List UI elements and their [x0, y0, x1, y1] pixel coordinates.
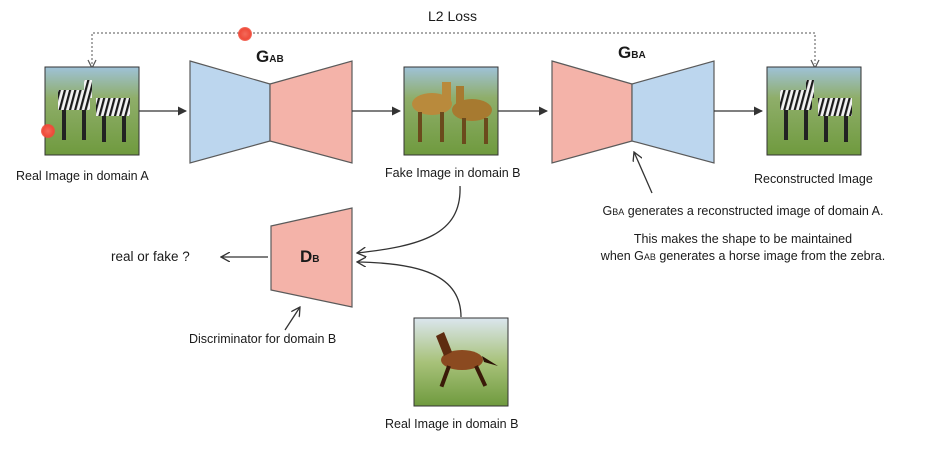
- note-line-1-prefix: G: [602, 204, 613, 218]
- arrow-note-to-gba: [634, 152, 653, 194]
- real-image-a-label: Real Image in domain A: [16, 169, 149, 183]
- note-line-3-rest: generates a horse image from the zebra.: [655, 249, 886, 263]
- note-line-3-sub: AB: [643, 252, 656, 262]
- generator-gab: [189, 60, 353, 164]
- gab-main: G: [256, 47, 270, 66]
- db-label: DB: [300, 247, 320, 267]
- db-main: D: [300, 247, 313, 266]
- reconstruction-note: GBA generates a reconstructed image of d…: [573, 203, 913, 266]
- arrow-real-b-to-db: [357, 262, 462, 318]
- note-line-3-prefix: when G: [600, 249, 644, 263]
- note-line-1-rest: generates a reconstructed image of domai…: [624, 204, 884, 218]
- l2-loss-label: L2 Loss: [428, 8, 478, 24]
- gba-sub: BA: [631, 50, 646, 61]
- note-line-2: This makes the shape to be maintained: [633, 232, 853, 246]
- real-or-fake-label: real or fake ?: [111, 249, 190, 264]
- fake-image-b-label: Fake Image in domain B: [385, 166, 521, 180]
- discriminator-label: Discriminator for domain B: [189, 332, 337, 346]
- reconstructed-image: [766, 66, 862, 156]
- gba-main: G: [618, 43, 632, 62]
- gab-label: GAB: [256, 47, 284, 67]
- discriminator-db: [270, 207, 353, 308]
- note-line-3: when GAB generates a horse image from th…: [573, 248, 913, 266]
- reconstructed-image-label: Reconstructed Image: [754, 172, 873, 186]
- fake-image-domain-b: [403, 66, 499, 156]
- generator-gba: [551, 60, 715, 164]
- real-image-domain-a: [44, 66, 140, 156]
- real-image-b-label: Real Image in domain B: [385, 417, 519, 431]
- note-line-1: GBA generates a reconstructed image of d…: [573, 203, 913, 221]
- db-sub: B: [312, 254, 320, 265]
- gba-label: GBA: [618, 43, 646, 63]
- real-image-domain-b: [413, 317, 509, 407]
- arrow-fake-b-to-db: [357, 185, 461, 253]
- pointer-marker: [41, 124, 55, 138]
- pointer-marker: [238, 27, 252, 41]
- note-line-1-sub: BA: [612, 207, 625, 217]
- gab-sub: AB: [269, 54, 284, 65]
- arrow-label-to-db: [284, 307, 300, 331]
